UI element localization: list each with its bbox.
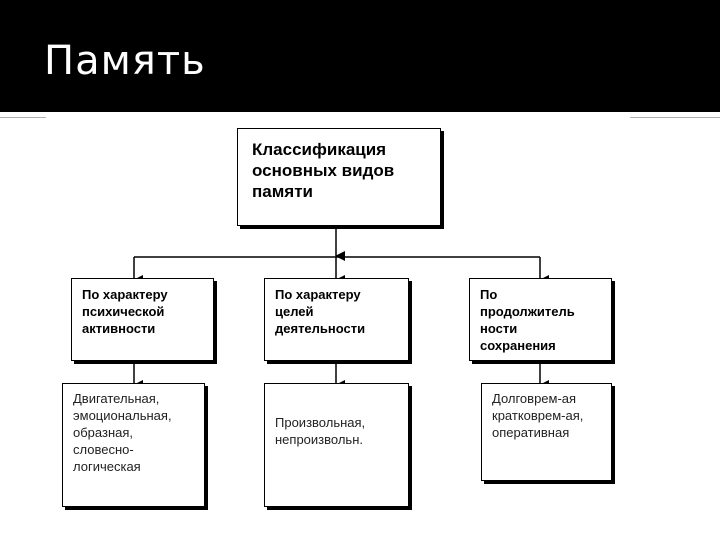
type-box-duration: Долговрем-ая кратковрем-ая, оперативная [481, 383, 612, 481]
type-box-goals: Произвольная, непроизвольн. [264, 383, 409, 507]
type-label: Двигательная, эмоциональная, образная, с… [73, 391, 172, 474]
category-box-duration: По продолжитель ности сохранения [469, 278, 612, 361]
category-label: По характеру психической активности [82, 287, 168, 336]
category-label: По характеру целей деятельности [275, 287, 366, 336]
header-rule-left [0, 117, 46, 118]
root-box: Классификация основных видов памяти [237, 128, 441, 226]
slide-title: Память [44, 38, 206, 84]
type-box-activity: Двигательная, эмоциональная, образная, с… [62, 383, 205, 507]
header-bar: Память [0, 0, 720, 112]
type-label: Произвольная, непроизвольн. [275, 415, 366, 447]
category-label: По продолжитель ности сохранения [480, 287, 575, 353]
header-rule-right [630, 117, 720, 118]
type-label: Долговрем-ая кратковрем-ая, оперативная [492, 391, 584, 440]
category-box-activity: По характеру психической активности [71, 278, 214, 361]
root-label: Классификация основных видов памяти [252, 140, 395, 201]
category-box-goals: По характеру целей деятельности [264, 278, 409, 361]
